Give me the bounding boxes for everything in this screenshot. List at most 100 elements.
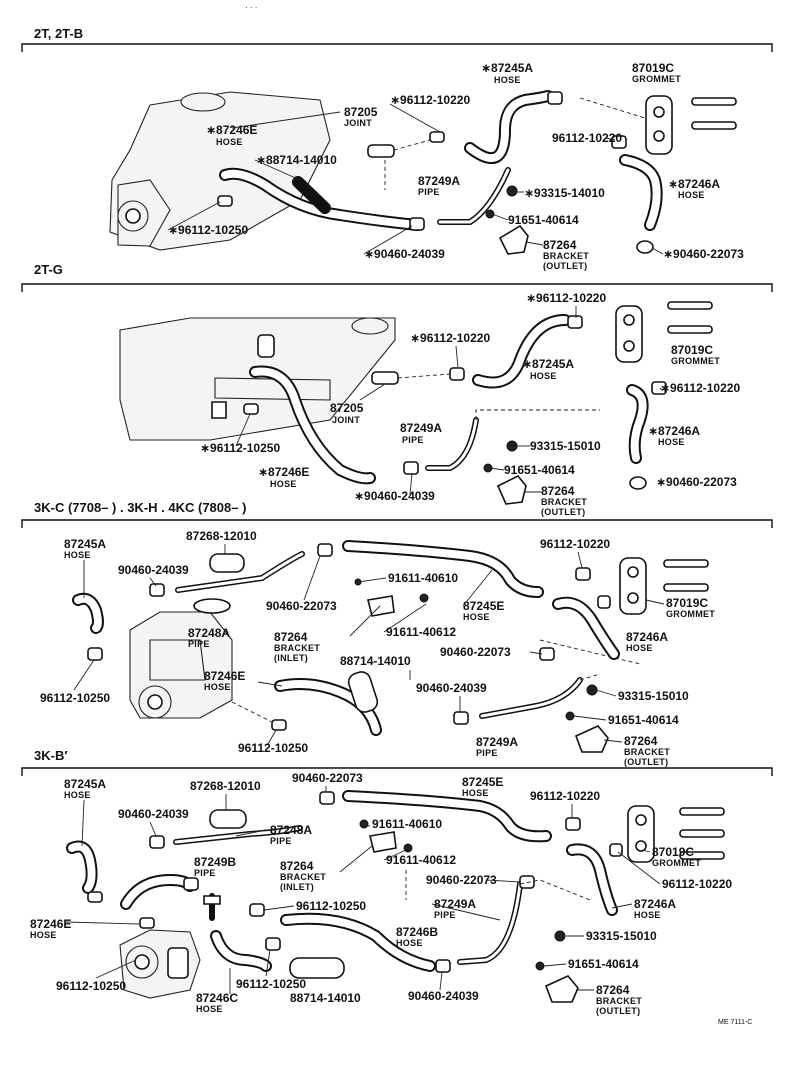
clamp [429, 131, 445, 143]
clamp [547, 91, 563, 105]
label: 93315-15010 [530, 439, 601, 453]
label-sub: HOSE [462, 788, 489, 798]
label: 87249A [418, 174, 460, 188]
clamp [317, 543, 333, 557]
label-sub: GROMMET [671, 356, 720, 366]
label: 87245A [64, 537, 106, 551]
label: 87264 [541, 484, 575, 498]
label: ∗90460-24039 [364, 247, 445, 261]
bolt [506, 185, 518, 197]
label: 87246A [634, 897, 676, 911]
footer-code: ME 7111-C [718, 1019, 752, 1026]
grommet-87019c [627, 805, 655, 863]
bolt [485, 209, 495, 219]
label: ∗90460-24039 [354, 489, 435, 503]
label-sub: BRACKET [624, 747, 670, 757]
grommet-87019c [619, 557, 647, 615]
label: ∗96112-10250 [200, 441, 280, 455]
label: 87246C [196, 991, 238, 1005]
label: 87205 [330, 401, 364, 415]
label: 91611-40612 [386, 625, 456, 639]
label: 87264 [543, 238, 577, 252]
clamp [449, 367, 465, 381]
engine-block [119, 929, 201, 999]
label: ∗87245A [481, 61, 533, 75]
bolt [506, 440, 518, 452]
label: 87246E [204, 669, 245, 683]
clamp [249, 903, 265, 917]
label: 93315-15010 [618, 689, 689, 703]
hose-88714 [292, 176, 331, 214]
label: 87019C [666, 596, 708, 610]
label-sub: HOSE [658, 437, 685, 447]
fitting [211, 401, 227, 419]
label-sub: PIPE [476, 748, 498, 758]
label-sub: (OUTLET) [624, 757, 668, 767]
fitting [203, 895, 221, 905]
label: 96112-10250 [40, 691, 110, 705]
label-sub: HOSE [196, 1004, 223, 1014]
bracket-87264-inlet [367, 595, 395, 617]
section-title: 2T, 2T-B [34, 26, 83, 41]
label-sub: HOSE [396, 938, 423, 948]
label: 88714-14010 [290, 991, 361, 1005]
label-sub: BRACKET [541, 497, 587, 507]
label-sub: (OUTLET) [541, 507, 585, 517]
label-sub: (OUTLET) [596, 1006, 640, 1016]
label-sub: HOSE [270, 479, 297, 489]
label: 90460-22073 [440, 645, 511, 659]
section-frame [21, 43, 773, 52]
label-sub: PIPE [434, 910, 456, 920]
clamp [149, 583, 165, 597]
label: ∗96112-10220 [410, 331, 490, 345]
hose-87268 [209, 809, 247, 829]
label: 87245E [463, 599, 504, 613]
clamp [139, 917, 155, 929]
label-sub: HOSE [494, 75, 521, 85]
label: 96112-10220 [552, 131, 622, 145]
section-title: 3K-C (7708– ) . 3K-H . 4KC (7808– ) [34, 500, 246, 515]
bracket-87264 [496, 474, 527, 505]
bracket-87264-outlet [574, 725, 609, 753]
clamp [575, 567, 591, 581]
label-sub: HOSE [64, 790, 91, 800]
label: 91611-40612 [386, 853, 456, 867]
label: ∗87245A [522, 357, 574, 371]
pipe-87249a [479, 677, 583, 719]
clamp [629, 476, 647, 490]
label: 96112-10220 [540, 537, 610, 551]
bracket-87264-inlet [369, 831, 397, 853]
label-sub: PIPE [418, 187, 440, 197]
engine-block [109, 91, 331, 251]
label: 87249A [400, 421, 442, 435]
section-title: 3K-B′ [34, 748, 67, 763]
label: 87246A [626, 630, 668, 644]
label-sub: HOSE [64, 550, 91, 560]
label-sub: (INLET) [274, 653, 308, 663]
label: 87246B [396, 925, 438, 939]
clamp [183, 877, 199, 891]
label-sub: HOSE [204, 682, 231, 692]
clamp [271, 719, 287, 731]
section-3kb: 3K-B′ [21, 748, 773, 1016]
hose-88714 [289, 957, 345, 979]
label-sub: GROMMET [632, 74, 681, 84]
label: ∗88714-14010 [256, 153, 337, 167]
clamp [409, 217, 425, 231]
clamp [597, 595, 611, 609]
clamp [519, 875, 535, 889]
label: 91651-40614 [508, 213, 579, 227]
label: 90460-24039 [118, 563, 189, 577]
engine-block [129, 611, 233, 719]
label: 87264 [274, 630, 308, 644]
top-mark: · · · [245, 3, 257, 12]
section-title: 2T-G [34, 262, 63, 277]
label: 90460-22073 [426, 873, 497, 887]
label-sub: PIPE [194, 868, 216, 878]
label: 93315-15010 [586, 929, 657, 943]
clamp [87, 647, 103, 661]
clamp [217, 195, 233, 207]
bolt [565, 711, 575, 721]
section-frame [21, 283, 773, 292]
